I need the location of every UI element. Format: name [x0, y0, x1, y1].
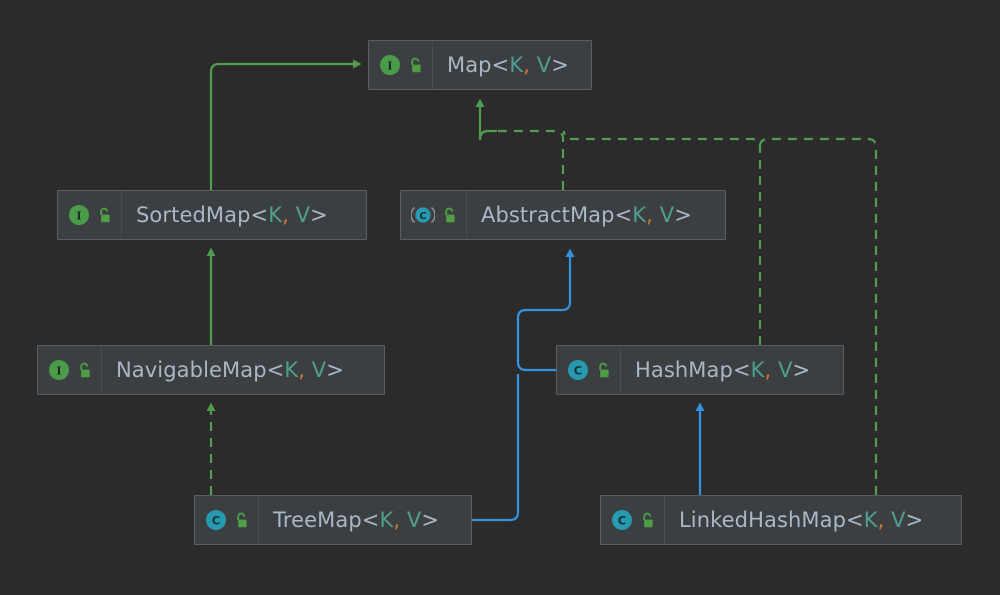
node-label-abstractmap: AbstractMap<K, V> — [467, 203, 708, 227]
node-label-treemap: TreeMap<K, V> — [259, 508, 455, 532]
node-label-map: Map<K, V> — [433, 53, 585, 77]
generic-k-map: K — [509, 53, 524, 77]
svg-text:I: I — [76, 210, 81, 223]
generics-open-linkedhashmap: < — [846, 508, 864, 532]
generic-v-treemap: V — [400, 508, 422, 532]
interface-icon: I — [68, 204, 90, 226]
class-icon: C — [205, 509, 227, 531]
node-name-treemap: TreeMap — [273, 508, 362, 532]
unlocked-lock-icon — [596, 362, 611, 379]
node-label-linkedhashmap: LinkedHashMap<K, V> — [665, 508, 939, 532]
node-label-navigablemap: NavigableMap<K, V> — [102, 358, 360, 382]
unlocked-lock-icon — [234, 512, 249, 529]
class-node-sortedmap[interactable]: I SortedMap<K, V> — [57, 190, 367, 240]
generic-v-map: V — [529, 53, 552, 77]
unlocked-lock-icon — [442, 207, 457, 224]
edge-map-implements-riser — [478, 129, 497, 141]
generic-comma-abstractmap: , — [646, 203, 653, 227]
generic-k-navigablemap: K — [284, 358, 299, 382]
generics-open-treemap: < — [361, 508, 380, 532]
generic-k-linkedhashmap: K — [863, 508, 878, 532]
generic-k-treemap: K — [379, 508, 394, 532]
node-label-hashmap: HashMap<K, V> — [621, 358, 826, 382]
abstract-class-icon: C — [411, 204, 435, 226]
svg-text:I: I — [387, 60, 392, 73]
generics-open-navigablemap: < — [266, 358, 285, 382]
generics-open-sortedmap: < — [250, 203, 269, 227]
generic-comma-hashmap: , — [764, 358, 772, 382]
generic-v-linkedhashmap: V — [884, 508, 906, 532]
edge-sortedmap-to-map — [209, 59, 362, 190]
unlocked-lock-icon — [97, 207, 112, 224]
svg-text:C: C — [574, 363, 582, 377]
node-icons-sortedmap: I — [58, 191, 122, 239]
node-icons-navigablemap: I — [38, 346, 102, 394]
generics-close-map: > — [551, 53, 569, 77]
class-node-hashmap[interactable]: C HashMap<K, V> — [556, 345, 844, 395]
unlocked-lock-icon — [640, 512, 655, 529]
generic-v-sortedmap: V — [288, 203, 311, 227]
node-icons-abstractmap: C — [401, 191, 467, 239]
generics-close-abstractmap: > — [674, 203, 692, 227]
svg-text:C: C — [618, 513, 626, 527]
class-node-treemap[interactable]: C TreeMap<K, V> — [194, 495, 472, 545]
edge-linkedhashmap-to-map — [758, 137, 878, 495]
generics-close-sortedmap: > — [310, 203, 328, 227]
svg-text:C: C — [419, 211, 426, 222]
generics-close-linkedhashmap: > — [905, 508, 924, 532]
node-icons-linkedhashmap: C — [601, 496, 665, 544]
generics-open-abstractmap: < — [614, 203, 633, 227]
generics-close-treemap: > — [421, 508, 440, 532]
class-node-map[interactable]: I Map<K, V> — [368, 40, 592, 90]
generic-comma-treemap: , — [393, 508, 401, 532]
edge-treemap-to-abstractmap — [472, 374, 520, 522]
generic-comma-map: , — [523, 53, 530, 77]
svg-text:C: C — [212, 513, 220, 527]
class-icon: C — [611, 509, 633, 531]
node-label-sortedmap: SortedMap<K, V> — [122, 203, 344, 227]
node-icons-treemap: C — [195, 496, 259, 544]
generic-comma-sortedmap: , — [282, 203, 289, 227]
generic-comma-linkedhashmap: , — [877, 508, 885, 532]
unlocked-lock-icon — [408, 57, 423, 74]
generics-close-hashmap: > — [792, 358, 811, 382]
node-name-hashmap: HashMap — [635, 358, 733, 382]
edge-hashmap-to-abstractmap — [516, 248, 575, 372]
generic-v-abstractmap: V — [652, 203, 675, 227]
node-name-navigablemap: NavigableMap — [116, 358, 267, 382]
generic-k-abstractmap: K — [632, 203, 647, 227]
generic-v-navigablemap: V — [305, 358, 327, 382]
class-icon: C — [567, 359, 589, 381]
generic-k-sortedmap: K — [268, 203, 283, 227]
interface-icon: I — [379, 54, 401, 76]
edge-abstractmap-to-map — [495, 129, 565, 190]
generic-comma-navigablemap: , — [298, 358, 305, 382]
generics-open-hashmap: < — [732, 358, 751, 382]
node-name-linkedhashmap: LinkedHashMap — [679, 508, 847, 532]
node-icons-map: I — [369, 41, 433, 89]
class-node-abstractmap[interactable]: C AbstractMap<K, V> — [400, 190, 726, 240]
interface-icon: I — [48, 359, 70, 381]
class-node-linkedhashmap[interactable]: C LinkedHashMap<K, V> — [600, 495, 962, 545]
generic-k-hashmap: K — [750, 358, 765, 382]
generics-close-navigablemap: > — [326, 358, 344, 382]
node-name-sortedmap: SortedMap — [136, 203, 251, 227]
generics-open-map: < — [491, 53, 510, 77]
node-icons-hashmap: C — [557, 346, 621, 394]
node-name-abstractmap: AbstractMap — [481, 203, 615, 227]
svg-text:I: I — [56, 365, 61, 378]
node-name-map: Map — [447, 53, 492, 77]
unlocked-lock-icon — [77, 362, 92, 379]
class-node-navigablemap[interactable]: I NavigableMap<K, V> — [37, 345, 385, 395]
generic-v-hashmap: V — [771, 358, 793, 382]
